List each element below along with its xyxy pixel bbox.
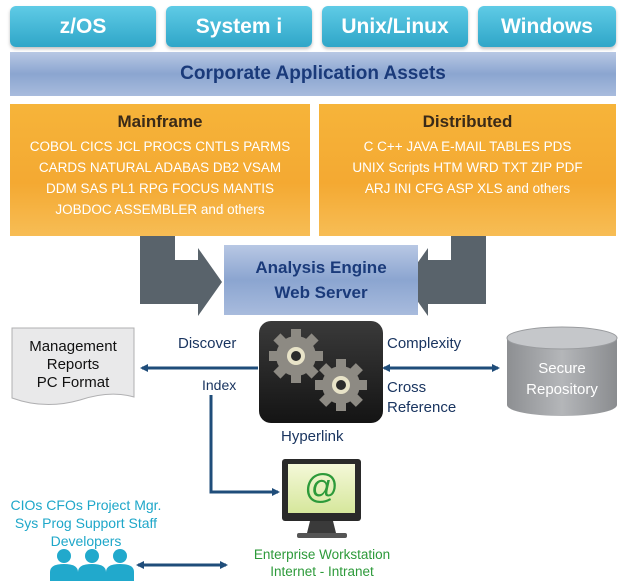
index-arrow (209, 395, 280, 496)
platform-windows: Windows (478, 6, 616, 47)
cross-line: Cross (387, 379, 427, 396)
at-symbol-icon: @ (304, 468, 339, 506)
reports-text: Management Reports PC Format (14, 338, 132, 392)
repository-line: Repository (526, 381, 598, 398)
users-line: Sys Prog Support Staff (14, 515, 158, 531)
distributed-line: C C++ JAVA E-MAIL TABLES PDS (363, 139, 572, 154)
mainframe-line: DDM SAS PL1 RPG FOCUS MANTIS (45, 181, 275, 196)
corporate-assets-band: Corporate Application Assets (10, 52, 616, 96)
distributed-to-engine-arrow (404, 236, 486, 316)
cross-reference-label: Cross Reference (387, 378, 456, 418)
distributed-list: C C++ JAVA E-MAIL TABLES PDS UNIX Script… (319, 136, 616, 199)
engine-line2: Web Server (274, 283, 368, 302)
distributed-title: Distributed (422, 112, 513, 131)
mainframe-title: Mainframe (117, 112, 203, 131)
engine-line1: Analysis Engine (255, 258, 387, 277)
repository-text: Secure Repository (507, 358, 617, 400)
users-icon (50, 549, 134, 581)
distributed-box: Distributed C C++ JAVA E-MAIL TABLES PDS… (319, 104, 616, 236)
workstation-line: Enterprise Workstation (253, 547, 391, 562)
reference-line: Reference (387, 399, 457, 416)
index-label: Index (202, 377, 237, 393)
distributed-line: UNIX Scripts HTM WRD TXT ZIP PDF (352, 160, 583, 175)
mainframe-line: JOBDOC ASSEMBLER and others (55, 202, 265, 217)
mainframe-to-engine-arrow (140, 236, 222, 316)
analysis-engine-box: Analysis Engine Web Server (224, 245, 418, 315)
users-line: Developers (50, 533, 122, 549)
platform-zos: z/OS (10, 6, 156, 47)
repository-line: Secure (538, 360, 586, 377)
mainframe-box: Mainframe COBOL CICS JCL PROCS CNTLS PAR… (10, 104, 310, 236)
gear-large-icon (269, 329, 323, 383)
discover-label: Discover (178, 335, 237, 352)
gear-small-icon (315, 359, 367, 411)
workstation-line: Internet - Intranet (270, 564, 374, 579)
hyperlink-label: Hyperlink (281, 428, 344, 445)
distributed-line: ARJ INI CFG ASP XLS and others (364, 181, 571, 196)
reports-document (11, 327, 135, 406)
reports-line: Reports (46, 356, 100, 373)
database-icon (506, 326, 618, 416)
reports-line: Management (29, 338, 117, 355)
complexity-label: Complexity (387, 335, 462, 352)
users-text: CIOs CFOs Project Mgr. Sys Prog Support … (6, 496, 166, 550)
workstation-text: Enterprise Workstation Internet - Intran… (229, 546, 415, 580)
platform-unix-linux: Unix/Linux (322, 6, 468, 47)
platform-system-i: System i (166, 6, 312, 47)
monitor-icon (282, 459, 361, 538)
mainframe-line: CARDS NATURAL ADABAS DB2 VSAM (38, 160, 282, 175)
reports-line: PC Format (36, 374, 110, 391)
users-line: CIOs CFOs Project Mgr. (10, 497, 162, 513)
mainframe-list: COBOL CICS JCL PROCS CNTLS PARMS CARDS N… (10, 136, 310, 220)
mainframe-line: COBOL CICS JCL PROCS CNTLS PARMS (29, 139, 291, 154)
